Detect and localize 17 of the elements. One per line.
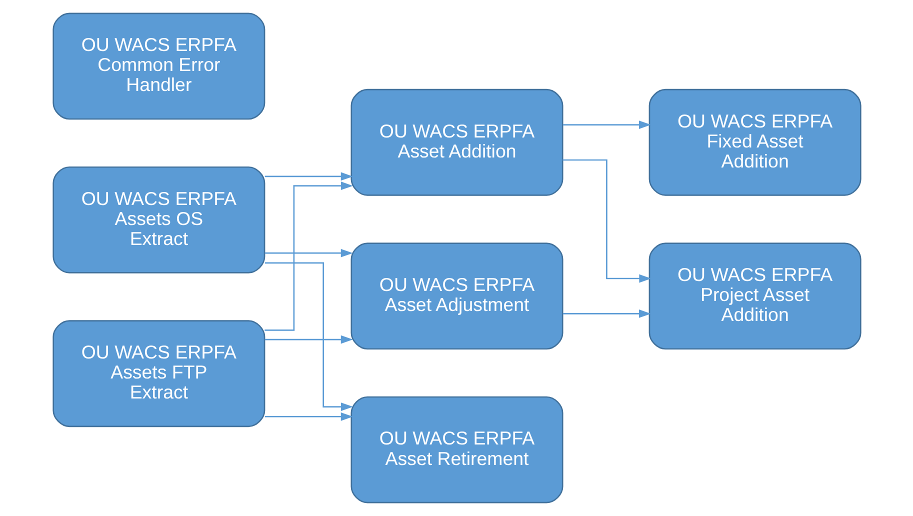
arrow	[264, 335, 352, 344]
arrow	[562, 120, 650, 129]
arrow	[264, 172, 352, 181]
arrow	[264, 412, 352, 421]
arrow	[264, 262, 353, 412]
node-box: OU WACS ERPFA Assets FTP Extract	[52, 320, 265, 428]
node-box: OU WACS ERPFA Project Asset Addition	[648, 242, 861, 350]
node-box: OU WACS ERPFA Asset Retirement	[350, 396, 563, 504]
node-box: OU WACS ERPFA Fixed Asset Addition	[648, 88, 861, 196]
node-box: OU WACS ERPFA Asset Adjustment	[350, 242, 563, 350]
arrow	[264, 248, 352, 258]
node-box: OU WACS ERPFA Asset Addition	[350, 88, 563, 196]
node-box: OU WACS ERPFA Common Error Handler	[52, 12, 265, 120]
arrow	[562, 309, 650, 318]
arrow	[562, 159, 651, 283]
arrow	[264, 182, 352, 331]
node-box: OU WACS ERPFA Assets OS Extract	[52, 166, 265, 274]
